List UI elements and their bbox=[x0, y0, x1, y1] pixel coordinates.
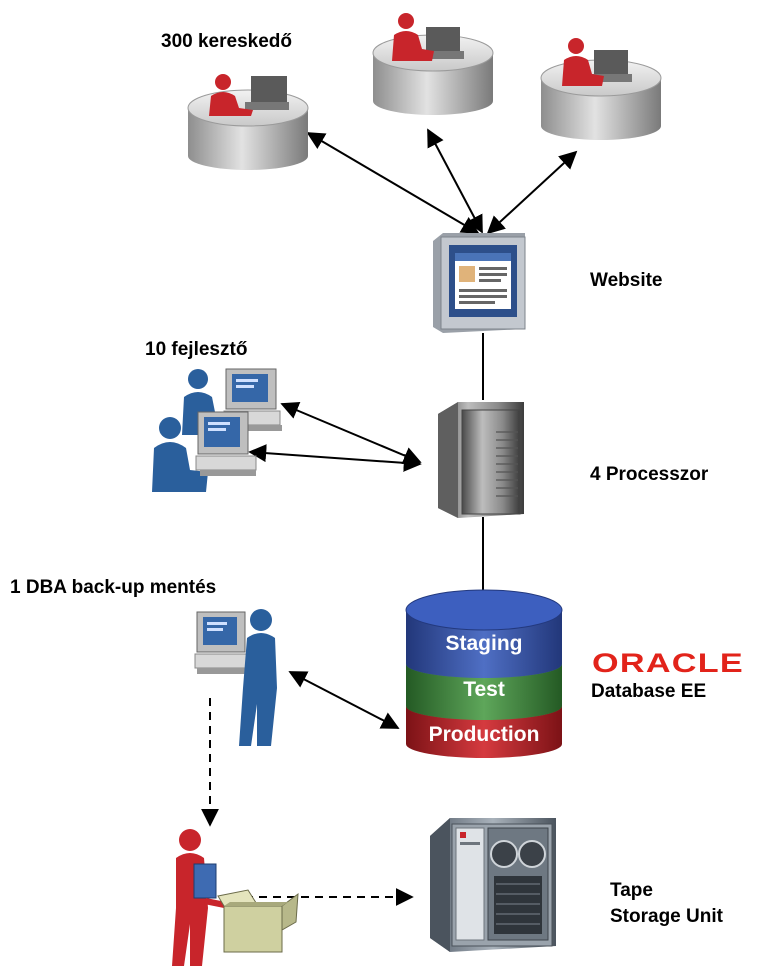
label-tape-line1: Tape bbox=[610, 880, 653, 901]
dba-workstation bbox=[194, 609, 277, 746]
arrow-trader1-website bbox=[306, 132, 480, 234]
label-database-ee: Database EE bbox=[591, 681, 706, 702]
label-developers: 10 fejlesztő bbox=[145, 339, 247, 360]
db-label-test: Test bbox=[463, 678, 505, 701]
backup-box-icon bbox=[217, 889, 299, 953]
website-monitor-icon bbox=[433, 233, 526, 333]
connectors bbox=[201, 128, 578, 906]
trader-workstation-3 bbox=[540, 38, 662, 140]
label-website: Website bbox=[590, 270, 663, 291]
server-icon bbox=[438, 402, 524, 518]
label-processor: 4 Processzor bbox=[590, 464, 709, 485]
database-cylinder: Staging Test Production bbox=[405, 589, 563, 758]
arrow-trader2-website bbox=[427, 128, 483, 234]
oracle-logo: ORACLE bbox=[592, 648, 744, 678]
arrow-dba-database bbox=[288, 671, 400, 729]
database-layer-staging bbox=[405, 589, 563, 678]
arrow-dev1-server bbox=[280, 401, 422, 465]
label-traders: 300 kereskedő bbox=[161, 31, 292, 52]
backup-operator-icon bbox=[172, 829, 226, 966]
tape-storage-icon bbox=[430, 818, 556, 952]
arrow-trader3-website bbox=[486, 150, 578, 235]
db-label-production: Production bbox=[429, 723, 540, 746]
trader-workstation-1 bbox=[187, 74, 309, 170]
label-tape-line2: Storage Unit bbox=[610, 906, 724, 927]
label-dba: 1 DBA back-up mentés bbox=[10, 577, 216, 598]
arrow-dev2-server bbox=[248, 444, 422, 472]
db-label-staging: Staging bbox=[446, 632, 523, 655]
trader-workstation-2 bbox=[372, 13, 494, 115]
developer-workstation-2 bbox=[152, 411, 257, 492]
